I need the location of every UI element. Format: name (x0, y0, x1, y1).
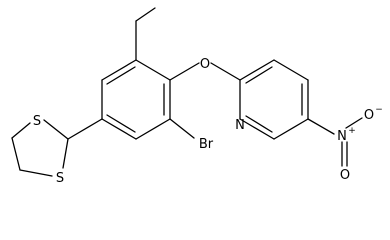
bond-pyridine-5-inner (245, 115, 273, 133)
bond-benzene-4-inner (106, 114, 136, 133)
bond-pyridine-1-inner (245, 66, 273, 84)
bond-pyridine-2 (273, 59, 309, 81)
bond-ring-o (169, 62, 200, 81)
bond-ch2-ch2 (11, 137, 21, 171)
bond-pyridine-5 (239, 118, 275, 140)
atom-s-top: S (33, 114, 41, 129)
bond-s-top-ch2 (11, 122, 31, 139)
atom-o-ether: O (200, 57, 210, 72)
bond-ring-nitro (307, 118, 335, 135)
bond-benzene-6 (101, 59, 137, 81)
atom-s-bottom: S (56, 171, 64, 186)
bond-benzene-6-inner (106, 66, 136, 85)
structure-canvas: O N Br S S N + O − O (11, 7, 383, 186)
charge-n-nitro: + (348, 126, 356, 136)
atom-n-nitro: N (337, 129, 347, 144)
bond-c2-s-bottom (62, 138, 69, 169)
bond-ring-dithiolane (67, 118, 103, 140)
bond-benzene-4 (101, 118, 137, 140)
charge-o-nitro-top: − (375, 105, 383, 115)
bond-benzene-3 (135, 118, 171, 140)
atom-o-nitro-top: O (364, 108, 374, 123)
bond-ring-br (169, 118, 195, 139)
bond-c2-s-top (43, 119, 69, 140)
bond-ch2-s-bottom (19, 169, 53, 177)
bond-pyridine-1 (239, 59, 275, 81)
bond-benzene-1 (135, 59, 171, 81)
bond-nitro-o-top (345, 117, 363, 129)
atom-br: Br (199, 137, 214, 152)
atom-n-pyridine: N (235, 118, 245, 133)
bond-pyridine-4 (273, 118, 309, 140)
bond-methyl-o (135, 7, 156, 22)
atom-o-nitro-bottom: O (340, 168, 350, 183)
bond-o-pyridine (210, 62, 241, 81)
molecule-drawing: O N Br S S N + O − O (11, 7, 383, 186)
